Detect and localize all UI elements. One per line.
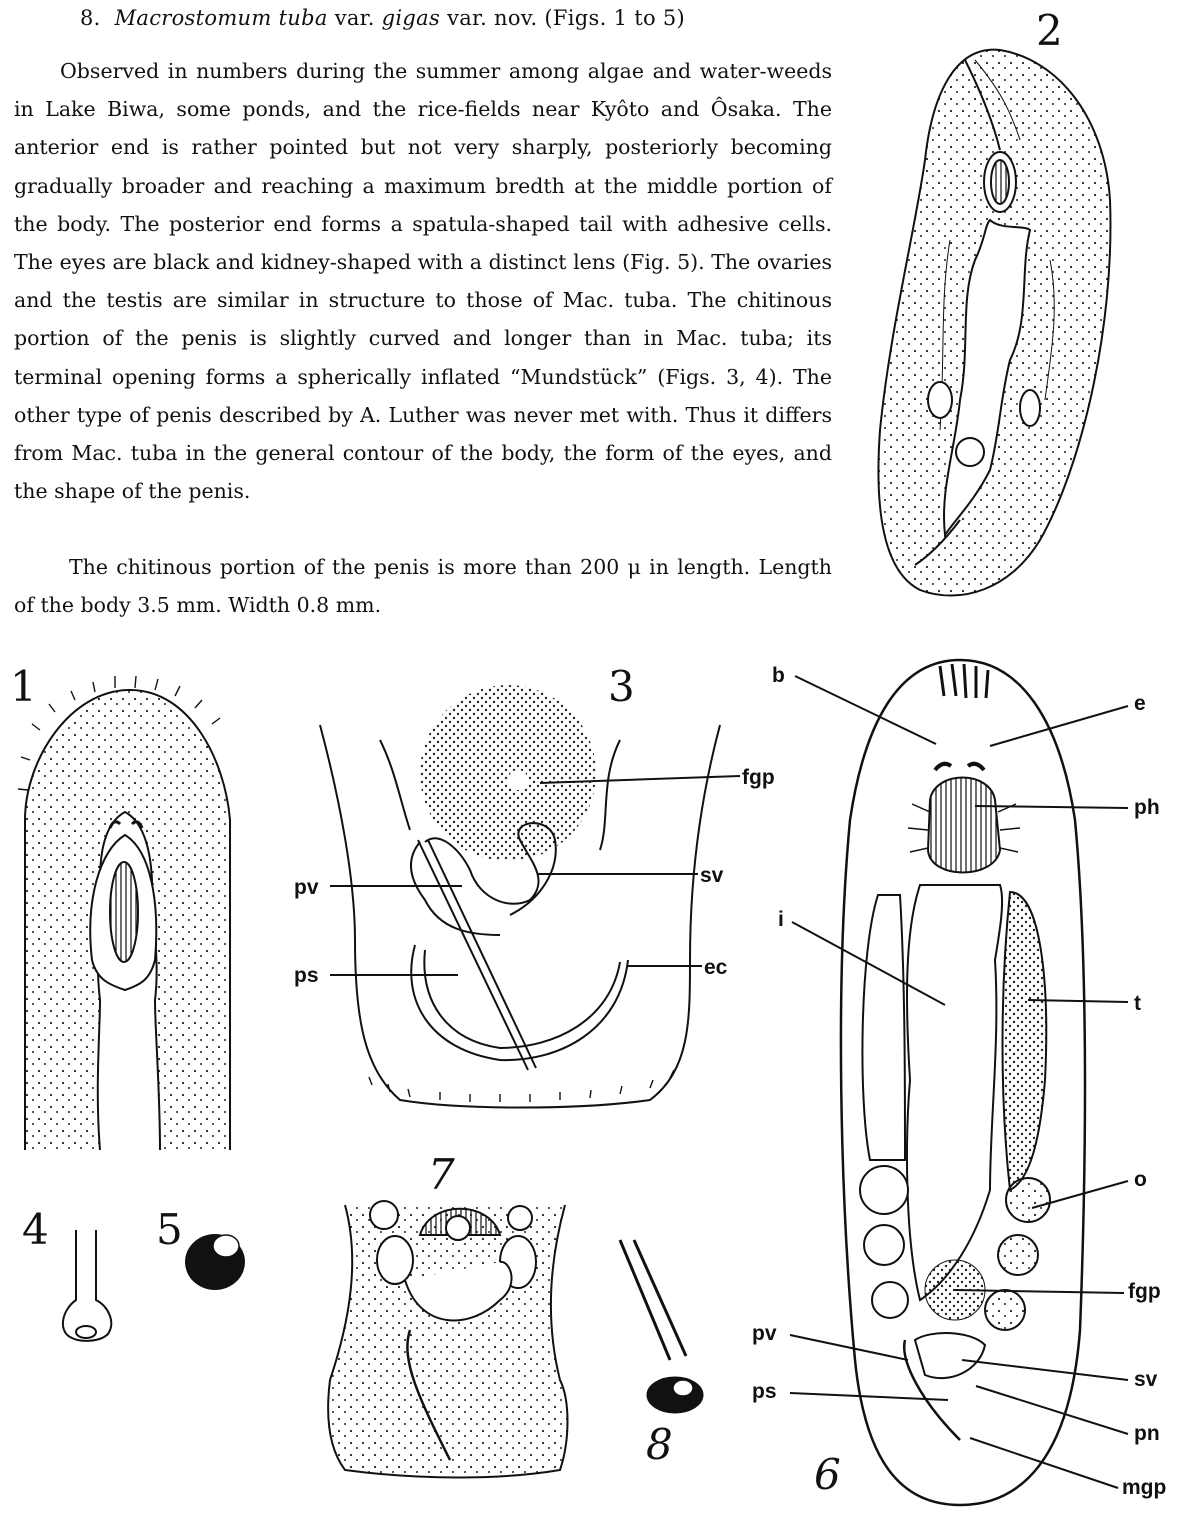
figure-2-drawing — [878, 50, 1110, 596]
figure-4-drawing — [63, 1230, 111, 1341]
figure-1-drawing — [18, 676, 230, 1150]
figure-3-drawing — [320, 685, 720, 1108]
figure-6-drawing — [841, 660, 1085, 1505]
figure-7-drawing — [328, 1201, 567, 1478]
figure-8-drawing — [620, 1240, 703, 1413]
figure-5-drawing — [185, 1234, 245, 1290]
